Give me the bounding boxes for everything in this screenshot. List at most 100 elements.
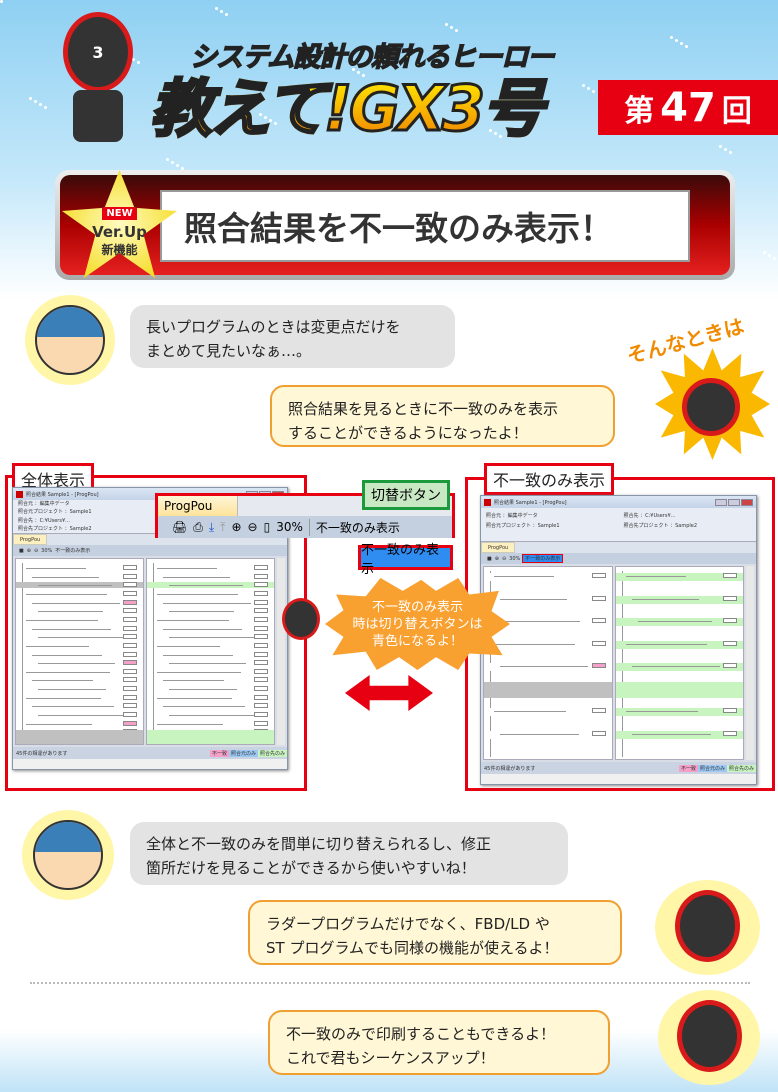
ladder-coil xyxy=(123,677,137,683)
mismatch-only-toggle[interactable]: 不一致のみ表示 xyxy=(308,518,400,536)
hero-avatar xyxy=(682,378,740,436)
sparkle xyxy=(269,119,272,122)
sparkle xyxy=(225,13,228,16)
ladder-coil xyxy=(591,618,606,623)
legend-1: 照合元のみ xyxy=(697,764,727,772)
mismatch-only-toggle-active[interactable]: 不一致のみ表示 xyxy=(358,543,453,577)
ladder-rung xyxy=(32,706,114,708)
ladder-rung xyxy=(26,619,98,621)
diff-highlight xyxy=(615,730,743,739)
diff-highlight xyxy=(484,573,612,581)
zoom-out-icon[interactable]: ⊖ xyxy=(247,520,258,534)
ladder-coil xyxy=(123,634,137,640)
diff-highlight xyxy=(484,682,612,698)
status-bar: 45件の相違があります 不一致照合元のみ照合先のみ xyxy=(481,762,756,774)
sparkle xyxy=(499,135,502,138)
sparkle xyxy=(592,90,595,93)
diff-highlight xyxy=(484,730,612,739)
progpou-tab[interactable]: ProgPou xyxy=(13,534,48,545)
full-view-label: 全体表示 xyxy=(12,463,95,495)
app-icon xyxy=(484,498,491,506)
source-ladder-pane[interactable] xyxy=(483,566,613,760)
sparkle xyxy=(587,87,590,90)
sparkle xyxy=(29,97,32,100)
target-ladder-pane[interactable] xyxy=(146,558,275,745)
sparkle xyxy=(44,106,47,109)
vertical-scrollbar[interactable] xyxy=(746,566,754,760)
print-icon[interactable]: ■ xyxy=(19,547,24,554)
zoom-in-icon[interactable]: ⊕ xyxy=(494,555,499,562)
diff-highlight xyxy=(16,730,143,744)
ladder-rung xyxy=(163,576,230,578)
ladder-coil xyxy=(254,677,268,683)
sparkle xyxy=(259,113,262,116)
boy-avatar xyxy=(33,820,103,890)
compare-window-full: 照合結果 Sample1 - [ProgPou] 照合元 ：編集中データ照合元プ… xyxy=(12,487,288,770)
ladder-rung xyxy=(169,611,234,613)
ladder-rung xyxy=(494,711,566,712)
zoom-in-icon[interactable]: ⊕ xyxy=(231,520,242,534)
ladder-rung xyxy=(26,697,101,699)
diff-highlight xyxy=(615,640,743,649)
zoom-out-icon[interactable]: ⊖ xyxy=(33,547,39,554)
ladder-coil xyxy=(123,608,137,614)
ladder-coil xyxy=(254,634,268,640)
print-icon[interactable]: 🖨 xyxy=(172,520,188,534)
vertical-scrollbar[interactable] xyxy=(277,558,285,745)
target-ladder-pane[interactable] xyxy=(614,566,744,760)
close-button[interactable] xyxy=(741,498,753,506)
series-subtitle: システム設計の頼れるヒーロー xyxy=(189,41,555,74)
ladder-coil xyxy=(591,573,606,578)
ladder-coil xyxy=(123,660,137,666)
sparkle xyxy=(176,164,179,167)
sparkle xyxy=(357,71,360,74)
progpou-tab[interactable]: ProgPou xyxy=(158,496,238,516)
mismatch-only-toggle[interactable]: 不一致のみ表示 xyxy=(55,548,91,554)
switch-button-label: 切替ボタン xyxy=(362,480,450,510)
ladder-coil xyxy=(123,599,137,605)
legend-2: 照合先のみ xyxy=(257,749,287,757)
sparkle xyxy=(455,29,458,32)
ladder-rung xyxy=(637,621,712,622)
ladder-rung xyxy=(32,628,111,630)
diff-highlight xyxy=(484,618,612,626)
sparkle xyxy=(450,26,453,29)
sparkle xyxy=(489,129,492,132)
zoom-level: 30% xyxy=(41,547,53,554)
ladder-rung xyxy=(157,593,238,595)
ladder-rung xyxy=(169,585,243,587)
ladder-rung xyxy=(26,671,110,673)
sparkle xyxy=(264,116,267,119)
legend-1: 照合元のみ xyxy=(228,749,258,757)
diff-highlight xyxy=(484,663,612,671)
ladder-coil xyxy=(254,712,268,718)
print-preview-icon[interactable]: ⎙ xyxy=(193,519,203,534)
progpou-tab[interactable]: ProgPou xyxy=(481,542,516,553)
ladder-coil xyxy=(723,708,737,713)
ladder-coil xyxy=(254,642,268,648)
ladder-rung xyxy=(169,637,255,639)
ladder-coil xyxy=(723,663,737,668)
minimize-button[interactable] xyxy=(715,498,727,506)
print-icon[interactable]: ■ xyxy=(487,555,492,562)
ladder-coil xyxy=(254,686,268,692)
ladder-coil xyxy=(254,565,268,570)
sparkle xyxy=(362,74,365,77)
maximize-button[interactable] xyxy=(728,498,740,506)
zoom-out-icon[interactable]: ⊖ xyxy=(501,555,507,562)
diff-highlight xyxy=(147,730,274,744)
ladder-rail xyxy=(22,563,23,742)
ladder-rung xyxy=(631,666,720,667)
diff-highlight xyxy=(615,708,743,716)
next-diff-icon[interactable]: ⤓ xyxy=(208,519,215,534)
source-ladder-pane[interactable] xyxy=(15,558,144,745)
fit-width-icon[interactable]: ▯ xyxy=(263,520,271,534)
ladder-rung xyxy=(26,645,89,647)
ladder-coil xyxy=(123,642,137,648)
zoom-in-icon[interactable]: ⊕ xyxy=(26,547,31,554)
mismatch-only-toggle[interactable]: 不一致のみ表示 xyxy=(522,554,564,563)
ladder-coil xyxy=(723,618,737,623)
sparkle xyxy=(39,103,42,106)
status-bar: 45件の相違があります 不一致照合元のみ照合先のみ xyxy=(13,747,287,759)
prev-diff-icon[interactable]: ⤒ xyxy=(220,519,226,534)
